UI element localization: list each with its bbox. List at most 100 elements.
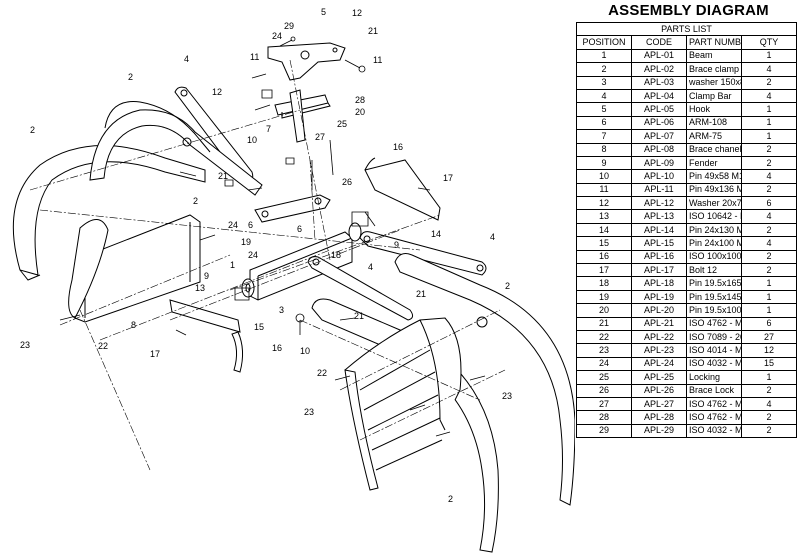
cell-part-number: ISO 4762 - M20 x 60: [686, 396, 742, 412]
cell-code: APL-19: [631, 289, 687, 305]
cell-position: 1: [576, 48, 632, 64]
cell-position: 6: [576, 115, 632, 131]
cell-position: 5: [576, 102, 632, 117]
cell-part-number: ISO 4762 - M20 x 30: [686, 316, 742, 331]
parts-list-table: PARTS LIST POSITION CODE PART NUMBER QTY…: [576, 21, 797, 439]
clamp-bar-right-upper: [360, 232, 486, 275]
page-title: ASSEMBLY DIAGRAM: [608, 2, 769, 19]
cell-code: APL-20: [631, 303, 687, 318]
brace-channel-right: [345, 318, 461, 490]
cell-part-number: Pin 49x136 M16x2x30: [686, 182, 742, 198]
cell-position: 23: [576, 343, 632, 358]
cell-part-number: Bolt 12: [686, 263, 742, 278]
cell-qty: 2: [741, 263, 797, 278]
callout-label: 24: [248, 250, 258, 260]
callout-label: 13: [195, 283, 205, 293]
callout-label: 25: [337, 119, 347, 129]
callout-label: 5: [321, 7, 326, 17]
callout-label: 11: [373, 55, 382, 65]
callout-label: 28: [355, 95, 365, 105]
cell-part-number: Pin 24x100 M20: [686, 236, 742, 251]
cell-code: APL-22: [631, 329, 687, 345]
cell-qty: 27: [741, 329, 797, 345]
cell-code: APL-25: [631, 370, 687, 385]
cell-part-number: Brace clamp: [686, 62, 742, 77]
callout-label: 27: [315, 132, 325, 142]
brace-clamp-left-outer: [13, 146, 205, 280]
callout-label: 16: [393, 142, 403, 152]
fender-left: [69, 219, 108, 318]
cell-qty: 12: [741, 343, 797, 358]
callout-label: 2: [505, 281, 510, 291]
cell-position: 16: [576, 249, 632, 265]
cell-qty: 6: [741, 316, 797, 331]
callout-label: 11: [250, 52, 259, 62]
cell-qty: 1: [741, 303, 797, 318]
cell-position: 26: [576, 383, 632, 398]
cell-qty: 1: [741, 115, 797, 131]
callout-label: 3: [279, 305, 284, 315]
callout-label: 2: [128, 72, 133, 82]
cell-code: APL-03: [631, 75, 687, 90]
cell-qty: 4: [741, 209, 797, 224]
cell-part-number: washer 150x86x4: [686, 75, 742, 90]
cell-qty: 4: [741, 236, 797, 251]
cell-qty: 6: [741, 196, 797, 211]
cell-position: 21: [576, 316, 632, 331]
column-header-part-number: PART NUMBER: [686, 35, 742, 50]
cell-qty: 1: [741, 48, 797, 64]
cell-part-number: Brace Lock: [686, 383, 742, 398]
cell-part-number: Clamp Bar: [686, 88, 742, 104]
cell-qty: 15: [741, 356, 797, 372]
cell-part-number: ISO 4032 - M16: [686, 423, 742, 439]
cell-position: 3: [576, 75, 632, 90]
parts-list-caption: PARTS LIST: [576, 21, 797, 37]
cell-position: 20: [576, 303, 632, 318]
arm-108-part: [255, 195, 330, 222]
cell-position: 11: [576, 182, 632, 198]
assembly-axis-lines: [30, 60, 505, 470]
callout-label: 1: [230, 260, 235, 270]
cell-code: APL-12: [631, 196, 687, 211]
cell-part-number: Hook: [686, 102, 742, 117]
cell-qty: 2: [741, 142, 797, 157]
cell-position: 27: [576, 396, 632, 412]
cell-position: 18: [576, 276, 632, 291]
cell-code: APL-15: [631, 236, 687, 251]
callout-label: 6: [248, 220, 253, 230]
cell-part-number: Pin 24x130 M20: [686, 222, 742, 238]
cell-code: APL-14: [631, 222, 687, 238]
cell-code: APL-10: [631, 169, 687, 184]
callout-label: 29: [284, 21, 294, 31]
cell-code: APL-27: [631, 396, 687, 412]
cell-part-number: ISO 4032 - M20: [686, 356, 742, 372]
cell-qty: 2: [741, 155, 797, 171]
callout-label: 17: [443, 173, 453, 183]
cell-part-number: Brace chanel: [686, 142, 742, 157]
cell-part-number: ISO 7089 - 20 - 140 HV: [686, 329, 742, 345]
callout-label: 24: [228, 220, 238, 230]
cell-qty: 1: [741, 370, 797, 385]
callout-label: 4: [490, 232, 495, 242]
arm-75-part: [290, 90, 305, 142]
cell-position: 13: [576, 209, 632, 224]
cell-part-number: ISO 4014 - M20 x 80: [686, 343, 742, 358]
washer-disc-right: [349, 223, 361, 241]
cell-qty: 2: [741, 410, 797, 425]
cell-code: APL-05: [631, 102, 687, 117]
